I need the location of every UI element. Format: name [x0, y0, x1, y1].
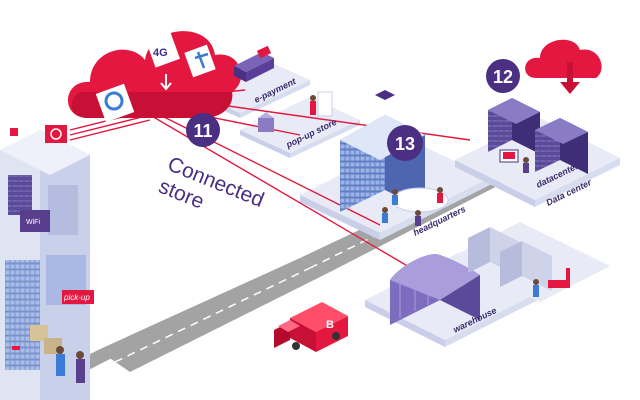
badge-11: 11 — [186, 113, 220, 147]
badge-12-number: 12 — [493, 67, 513, 87]
payment-terminal — [234, 45, 274, 82]
truck-logo: B — [326, 319, 334, 331]
cloud: 4G — [67, 31, 242, 123]
wifi-label: WiFi — [26, 219, 40, 226]
pickup-label: pick-up — [63, 293, 90, 302]
storage-shelves — [468, 227, 570, 297]
store-building: WiFi pick-up — [0, 125, 94, 400]
data-center-cloud — [525, 39, 602, 94]
popup-store — [258, 91, 333, 132]
badge-11-number: 11 — [193, 121, 212, 141]
badge-13: 13 — [387, 125, 423, 161]
badge-12: 12 — [486, 59, 520, 93]
datacenter-racks — [488, 98, 588, 174]
badge-13-number: 13 — [395, 134, 415, 154]
lock-icon — [10, 128, 18, 136]
4g-label: 4G — [153, 47, 168, 59]
title-group: Connected store — [155, 153, 267, 214]
delivery-truck: B — [274, 302, 348, 352]
